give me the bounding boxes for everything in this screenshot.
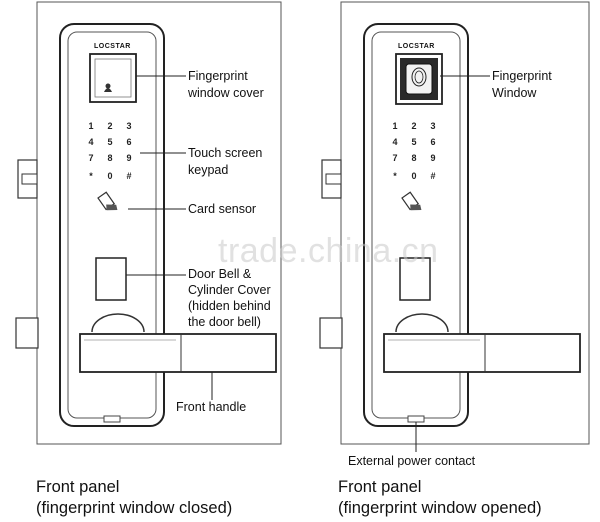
key-star: *	[89, 171, 93, 181]
key-7: 7	[88, 153, 94, 163]
key-7: 7	[392, 153, 398, 163]
key-0: 0	[107, 171, 113, 181]
key-8: 8	[411, 153, 417, 163]
key-6: 6	[126, 137, 132, 147]
key-hash: #	[430, 171, 436, 181]
leader-lines	[126, 75, 490, 452]
key-2: 2	[107, 121, 113, 131]
key-hash: #	[126, 171, 132, 181]
key-1: 1	[392, 121, 398, 131]
caption-left-line1: Front panel	[36, 478, 120, 496]
label-touch-screen-line2: keypad	[188, 163, 229, 177]
key-5: 5	[411, 137, 417, 147]
key-2: 2	[411, 121, 417, 131]
label-front-handle: Front handle	[176, 400, 247, 414]
key-9: 9	[126, 153, 132, 163]
brand-logo-right: LOCSTAR	[398, 43, 435, 50]
caption-right-line2: (fingerprint window opened)	[338, 499, 542, 517]
key-3: 3	[430, 121, 436, 131]
label-door-bell-line2: Cylinder Cover	[188, 283, 271, 297]
key-8: 8	[107, 153, 113, 163]
label-power-contact: External power contact	[348, 454, 476, 468]
right-lock	[319, 23, 581, 427]
key-3: 3	[126, 121, 132, 131]
left-door-outline	[36, 1, 282, 445]
key-0: 0	[411, 171, 417, 181]
key-6: 6	[430, 137, 436, 147]
label-fingerprint-cover-line2: window cover	[188, 86, 264, 100]
key-star: *	[393, 171, 397, 181]
label-door-bell-line1: Door Bell &	[188, 267, 252, 281]
caption-left-line2: (fingerprint window closed)	[36, 499, 233, 517]
label-door-bell-line3: (hidden behind	[188, 299, 271, 313]
label-card-sensor: Card sensor	[188, 202, 257, 216]
key-5: 5	[107, 137, 113, 147]
caption-right-line1: Front panel	[338, 478, 422, 496]
label-fingerprint-window-line1: Fingerprint	[492, 69, 552, 83]
key-9: 9	[430, 153, 436, 163]
label-door-bell-line4: the door bell)	[188, 315, 261, 329]
key-4: 4	[392, 137, 398, 147]
left-lock	[15, 23, 277, 427]
label-fingerprint-window-line2: Window	[492, 86, 537, 100]
watermark-text: trade.china.cn	[218, 232, 439, 270]
right-door-outline	[340, 1, 590, 445]
brand-logo-left: LOCSTAR	[94, 43, 131, 50]
key-4: 4	[88, 137, 94, 147]
label-touch-screen-line1: Touch screen	[188, 146, 263, 160]
key-1: 1	[88, 121, 94, 131]
label-fingerprint-cover-line1: Fingerprint	[188, 69, 248, 83]
